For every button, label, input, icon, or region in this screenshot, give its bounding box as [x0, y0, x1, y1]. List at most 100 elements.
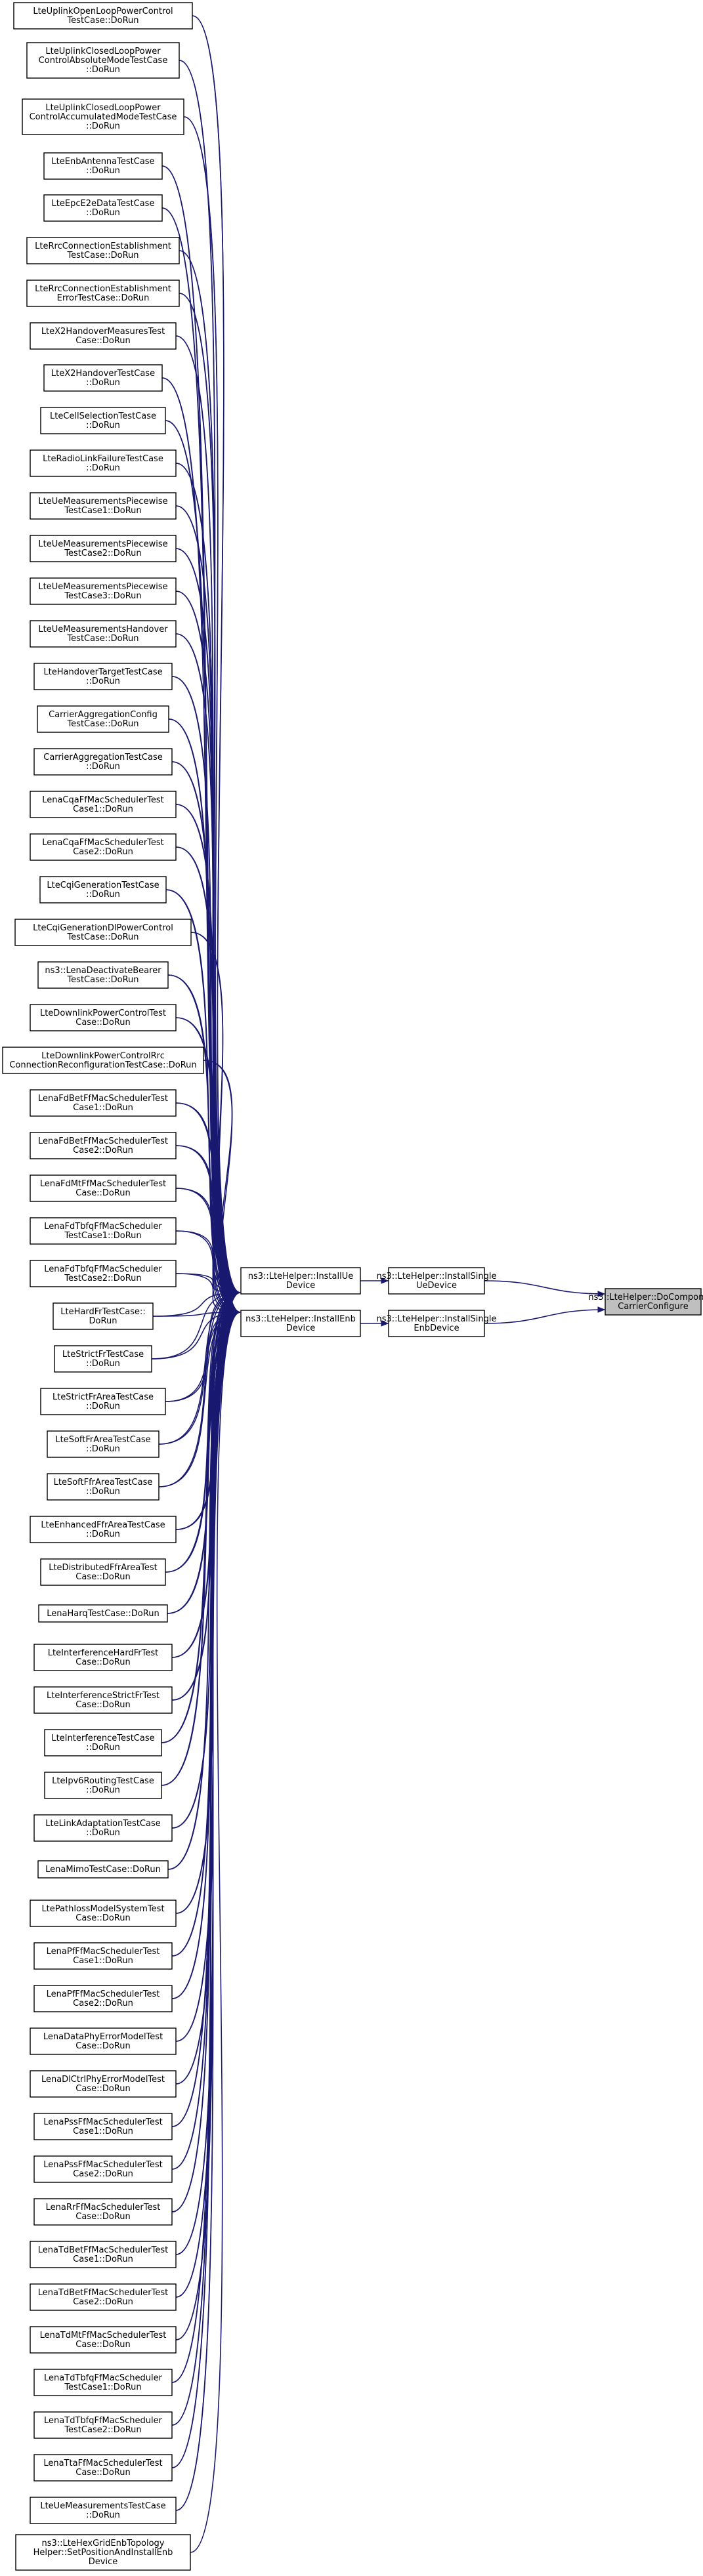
caller-node[interactable]: LteRadioLinkFailureTestCase::DoRun [30, 449, 177, 477]
caller-node[interactable]: ns3::LteHexGridEnbTopologyHelper::SetPos… [15, 2534, 191, 2571]
caller-node-box [26, 42, 180, 79]
caller-node[interactable]: LteHardFrTestCase::DoRun [53, 1302, 154, 1330]
caller-node[interactable]: LteCqiGenerationTestCase::DoRun [39, 876, 167, 904]
caller-node-label-line: ::DoRun [86, 208, 120, 218]
node-install-ue-device-label-line: ns3::LteHelper::InstallUe [248, 1272, 354, 1281]
caller-node-label-line: Case::DoRun [75, 1657, 130, 1667]
node-install-single-enb-device-label-line: EnbDevice [414, 1323, 459, 1333]
caller-node-box [33, 2369, 173, 2396]
caller-node-label-line: ::DoRun [86, 166, 120, 176]
caller-node[interactable]: LenaHarqTestCase::DoRun [38, 1604, 168, 1623]
caller-node[interactable]: LteStrictFrTestCase::DoRun [54, 1345, 152, 1373]
caller-node[interactable]: LteInterferenceTestCase::DoRun [44, 1729, 162, 1756]
caller-node[interactable]: LteUplinkClosedLoopPowerControlAbsoluteM… [26, 42, 180, 79]
caller-node-label-line: LteCqiGenerationDlPowerControl [33, 923, 173, 933]
caller-node-label-line: Case::DoRun [75, 1913, 130, 1923]
caller-node[interactable]: LteSoftFfrAreaTestCase::DoRun [47, 1473, 160, 1501]
caller-node[interactable]: LteCellSelectionTestCase::DoRun [40, 407, 166, 434]
node-do-component-carrier-configure[interactable]: ns3::LteHelper::DoComponentCarrierConfig… [588, 1288, 703, 1316]
caller-node[interactable]: LteEpcE2eDataTestCase::DoRun [43, 194, 163, 222]
caller-node-label-line: LteEpcE2eDataTestCase [52, 199, 155, 209]
caller-node-label-line: TestCase3::DoRun [64, 591, 141, 601]
edge-caller-to-install-ue [167, 974, 241, 1293]
caller-node-box [33, 1814, 173, 1842]
caller-node-label-line: ::DoRun [86, 676, 120, 686]
caller-node-box [47, 1473, 160, 1501]
caller-node-box [30, 492, 177, 520]
caller-node[interactable]: CarrierAggregationTestCase::DoRun [33, 748, 173, 776]
caller-node-box [30, 620, 177, 648]
caller-node-box [26, 237, 180, 264]
edge-caller-to-install-enb [167, 974, 241, 1313]
caller-node[interactable]: LteIpv6RoutingTestCase::DoRun [44, 1772, 162, 1799]
caller-node-label-line: LenaCqaFfMacSchedulerTest [42, 795, 164, 805]
caller-node-label-line: LenaTdMtFfMacSchedulerTest [40, 2331, 167, 2340]
caller-node[interactable]: LenaMimoTestCase::DoRun [37, 1860, 169, 1879]
caller-node[interactable]: LteUplinkClosedLoopPowerControlAccumulat… [22, 98, 184, 135]
caller-node[interactable]: LteRrcConnectionEstablishmentErrorTestCa… [26, 280, 180, 307]
caller-node[interactable]: LteStrictFrAreaTestCase::DoRun [40, 1388, 166, 1415]
caller-node-label-line: LtePathlossModelSystemTest [41, 1904, 164, 1914]
caller-node[interactable]: LteRrcConnectionEstablishmentTestCase::D… [26, 237, 180, 264]
caller-node-label-line: LteDistributedFfrAreaTest [49, 1563, 158, 1573]
caller-node-label-line: LteDownlinkPowerControlRrc [41, 1051, 165, 1061]
caller-node[interactable]: LteEnhancedFfrAreaTestCase::DoRun [30, 1516, 177, 1543]
caller-node[interactable]: LteX2HandoverTestCase::DoRun [43, 364, 163, 392]
caller-node-label-line: ns3::LteHexGridEnbTopology [41, 2539, 164, 2548]
caller-node[interactable]: LteSoftFrAreaTestCase::DoRun [47, 1430, 160, 1458]
caller-node[interactable]: LteUeMeasurementsPiecewiseTestCase2::DoR… [30, 535, 177, 562]
caller-node-label-line: ::DoRun [86, 378, 120, 388]
caller-node[interactable]: LteDownlinkPowerControlRrcConnectionReco… [2, 1047, 204, 1074]
caller-node-box [30, 322, 177, 350]
caller-node[interactable]: LteEnbAntennaTestCase::DoRun [43, 152, 163, 180]
node-do-component-carrier-configure-label-line: ns3::LteHelper::DoComponent [588, 1293, 703, 1302]
caller-node-label-line: ::DoRun [86, 65, 120, 75]
caller-node-box [30, 2027, 177, 2055]
caller-node-label-line: LenaRrFfMacSchedulerTest [46, 2203, 161, 2212]
caller-node[interactable]: LteUplinkOpenLoopPowerControlTestCase::D… [13, 2, 193, 30]
caller-node[interactable]: LteUeMeasurementsPiecewiseTestCase3::DoR… [30, 577, 177, 605]
caller-node[interactable]: LteUeMeasurementsPiecewiseTestCase1::DoR… [30, 492, 177, 520]
caller-node[interactable]: LteLinkAdaptationTestCase::DoRun [33, 1814, 173, 1842]
caller-node-label-line: LteStrictFrAreaTestCase [53, 1392, 154, 1402]
caller-node[interactable]: LteCqiGenerationDlPowerControlTestCase::… [14, 919, 192, 946]
caller-node[interactable]: LteHandoverTargetTestCase::DoRun [33, 663, 173, 690]
caller-node[interactable]: LteUeMeasurementsTestCase::DoRun [30, 2497, 177, 2524]
caller-node-label-line: TestCase2::DoRun [64, 2425, 141, 2435]
caller-node-box [30, 2070, 177, 2098]
caller-node-label-line: Case::DoRun [75, 2084, 130, 2094]
